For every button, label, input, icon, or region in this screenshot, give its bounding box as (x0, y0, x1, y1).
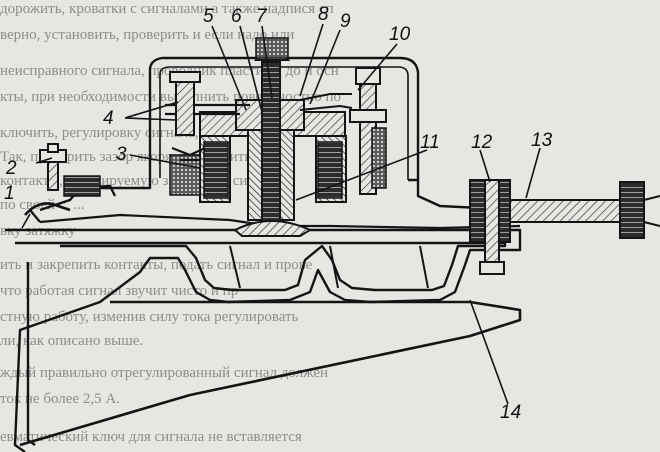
label-part-10: 10 (389, 24, 411, 45)
leader-10 (357, 43, 398, 91)
horn-outlet-inner (26, 262, 36, 446)
mounting-bracket (24, 202, 71, 216)
armature-assembly (233, 37, 313, 237)
leader-lines (21, 23, 541, 405)
label-part-11: 11 (420, 132, 440, 153)
bg-text-line: ток не более 2,5 А. (0, 391, 120, 407)
mounting-bolt-right (469, 179, 660, 275)
bg-text-line: ждый правильно отрегулированный сигнал д… (0, 365, 329, 381)
leader-12 (479, 149, 491, 183)
label-part-3: 3 (116, 144, 127, 165)
bg-text-line: что работая сигнал звучит чисто и пр (0, 283, 239, 299)
leader-5 (211, 25, 247, 111)
leader-3 (129, 154, 201, 169)
horn-outlet-bottom (19, 300, 522, 447)
label-part-5: 5 (203, 6, 214, 27)
label-part-12: 12 (471, 132, 493, 153)
label-part-4: 4 (103, 108, 114, 129)
contact-springs (165, 71, 250, 162)
terminal-screw-left (39, 143, 101, 197)
bg-text-line: стную работу, изменив силу тока регулиро… (0, 309, 299, 325)
label-part-9: 9 (340, 11, 351, 32)
label-part-7: 7 (256, 6, 268, 27)
leader-13 (525, 147, 541, 199)
label-part-8: 8 (318, 4, 329, 25)
bg-text-line: верно, установить, проверить и если надо… (0, 27, 295, 43)
bg-text-line: евматический ключ для сигнала не вставля… (0, 429, 302, 445)
label-part-2: 2 (5, 158, 17, 179)
label-part-1: 1 (4, 183, 15, 204)
cover-flange (75, 178, 521, 212)
leader-8 (299, 23, 324, 97)
leader-7 (261, 25, 273, 99)
horn-rib (229, 245, 429, 289)
leader-11 (295, 149, 428, 201)
leader-14 (469, 299, 509, 405)
leader-2 (35, 157, 53, 164)
label-part-13: 13 (531, 130, 553, 151)
bg-text-line: ли, как описано выше. (0, 333, 144, 349)
bg-text-line: дорожить, кроватки с сигналами а также н… (0, 1, 334, 17)
leader-4a (124, 101, 179, 119)
label-part-6: 6 (231, 6, 242, 27)
leader-9 (309, 29, 341, 105)
part-labels: 1 2 3 4 5 6 7 8 9 10 11 12 13 14 (4, 4, 553, 423)
leader-4b (124, 117, 177, 121)
cover-shell-inner (159, 66, 409, 180)
leader-1 (21, 213, 31, 229)
sound-chamber-outer (5, 228, 522, 452)
sound-chamber-inner (15, 241, 507, 292)
label-part-14: 14 (500, 402, 521, 423)
leader-6 (239, 25, 263, 113)
